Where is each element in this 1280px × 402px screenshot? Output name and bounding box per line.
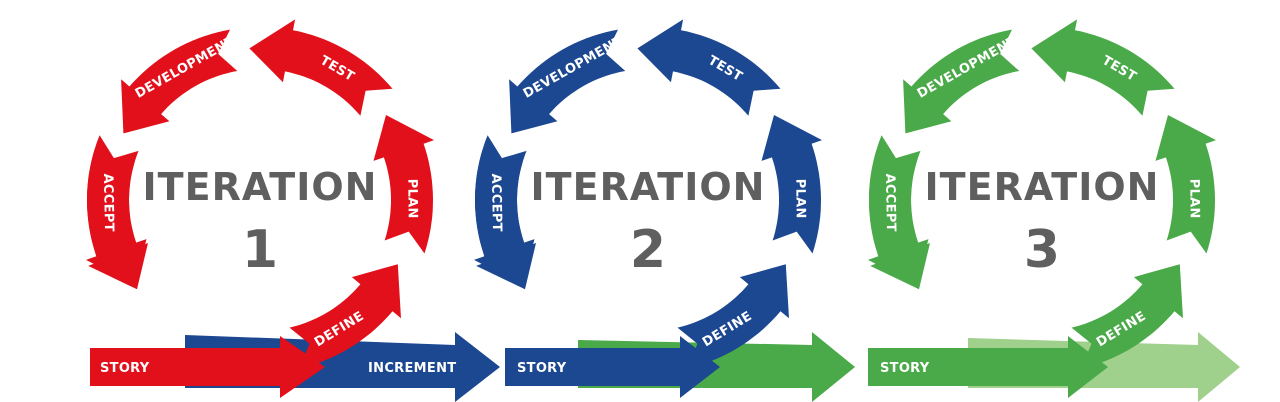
segment-arrow-shape [868, 149, 929, 285]
cycle-segment-test: TEST [637, 19, 781, 116]
segment-arrow-shape [509, 29, 626, 134]
cycle-segment-development: DEVELOPMENT [509, 29, 626, 134]
cycle-segment-accept: ACCEPT [86, 149, 147, 285]
cycle-segment-plan: PLAN [761, 115, 822, 254]
segment-label: ACCEPT [882, 173, 898, 231]
story-arrow [505, 336, 720, 398]
iteration-cycle-3: STORY DEVELOPMENTTESTPLANDEFINEREVIEWACC… [868, 19, 1216, 398]
segment-arrow-shape [1031, 19, 1175, 116]
segment-label: PLAN [1186, 179, 1201, 219]
segment-label: PLAN [404, 179, 419, 219]
story-arrow [868, 336, 1108, 398]
cycle-segment-plan: PLAN [373, 115, 434, 254]
segment-arrow-shape [903, 29, 1020, 134]
segment-arrow-shape [761, 115, 822, 254]
iteration-title: ITERATION [531, 165, 766, 209]
iteration-number: 2 [630, 220, 666, 280]
segment-arrow-shape [677, 264, 789, 369]
segment-label: ACCEPT [100, 173, 116, 231]
iteration-number: 1 [242, 220, 278, 280]
cycle-segments: DEVELOPMENTTESTPLANDEFINEREVIEWACCEPT [474, 19, 822, 369]
story-label: STORY [517, 361, 567, 376]
cycle-segment-plan: PLAN [1155, 115, 1216, 254]
segment-arrow-shape [474, 149, 535, 285]
iteration-number: 3 [1024, 220, 1060, 280]
story-label: STORY [100, 361, 150, 376]
iteration-title: ITERATION [143, 165, 378, 209]
segment-arrow-shape [121, 29, 238, 134]
iteration-cycle-2: STORY DEVELOPMENTTESTPLANDEFINEREVIEWACC… [474, 19, 822, 398]
cycle-segment-development: DEVELOPMENT [903, 29, 1020, 134]
cycle-segment-test: TEST [249, 19, 393, 116]
iteration-title: ITERATION [925, 165, 1160, 209]
segment-arrow-shape [1071, 264, 1183, 369]
segment-arrow-shape [249, 19, 393, 116]
segment-arrow-shape [637, 19, 781, 116]
story-label: STORY [880, 361, 930, 376]
cycle-segment-accept: ACCEPT [868, 149, 929, 285]
segment-arrow-shape [289, 264, 401, 369]
segment-arrow-shape [86, 149, 147, 285]
segment-label: ACCEPT [488, 173, 504, 231]
story-arrow [90, 336, 325, 398]
segment-label: PLAN [792, 179, 807, 219]
increment-label: INCREMENT [368, 361, 456, 376]
cycle-segment-development: DEVELOPMENT [121, 29, 238, 134]
segment-arrow-shape [1155, 115, 1216, 254]
cycle-segment-accept: ACCEPT [474, 149, 535, 285]
cycle-segment-test: TEST [1031, 19, 1175, 116]
segment-arrow-shape [373, 115, 434, 254]
